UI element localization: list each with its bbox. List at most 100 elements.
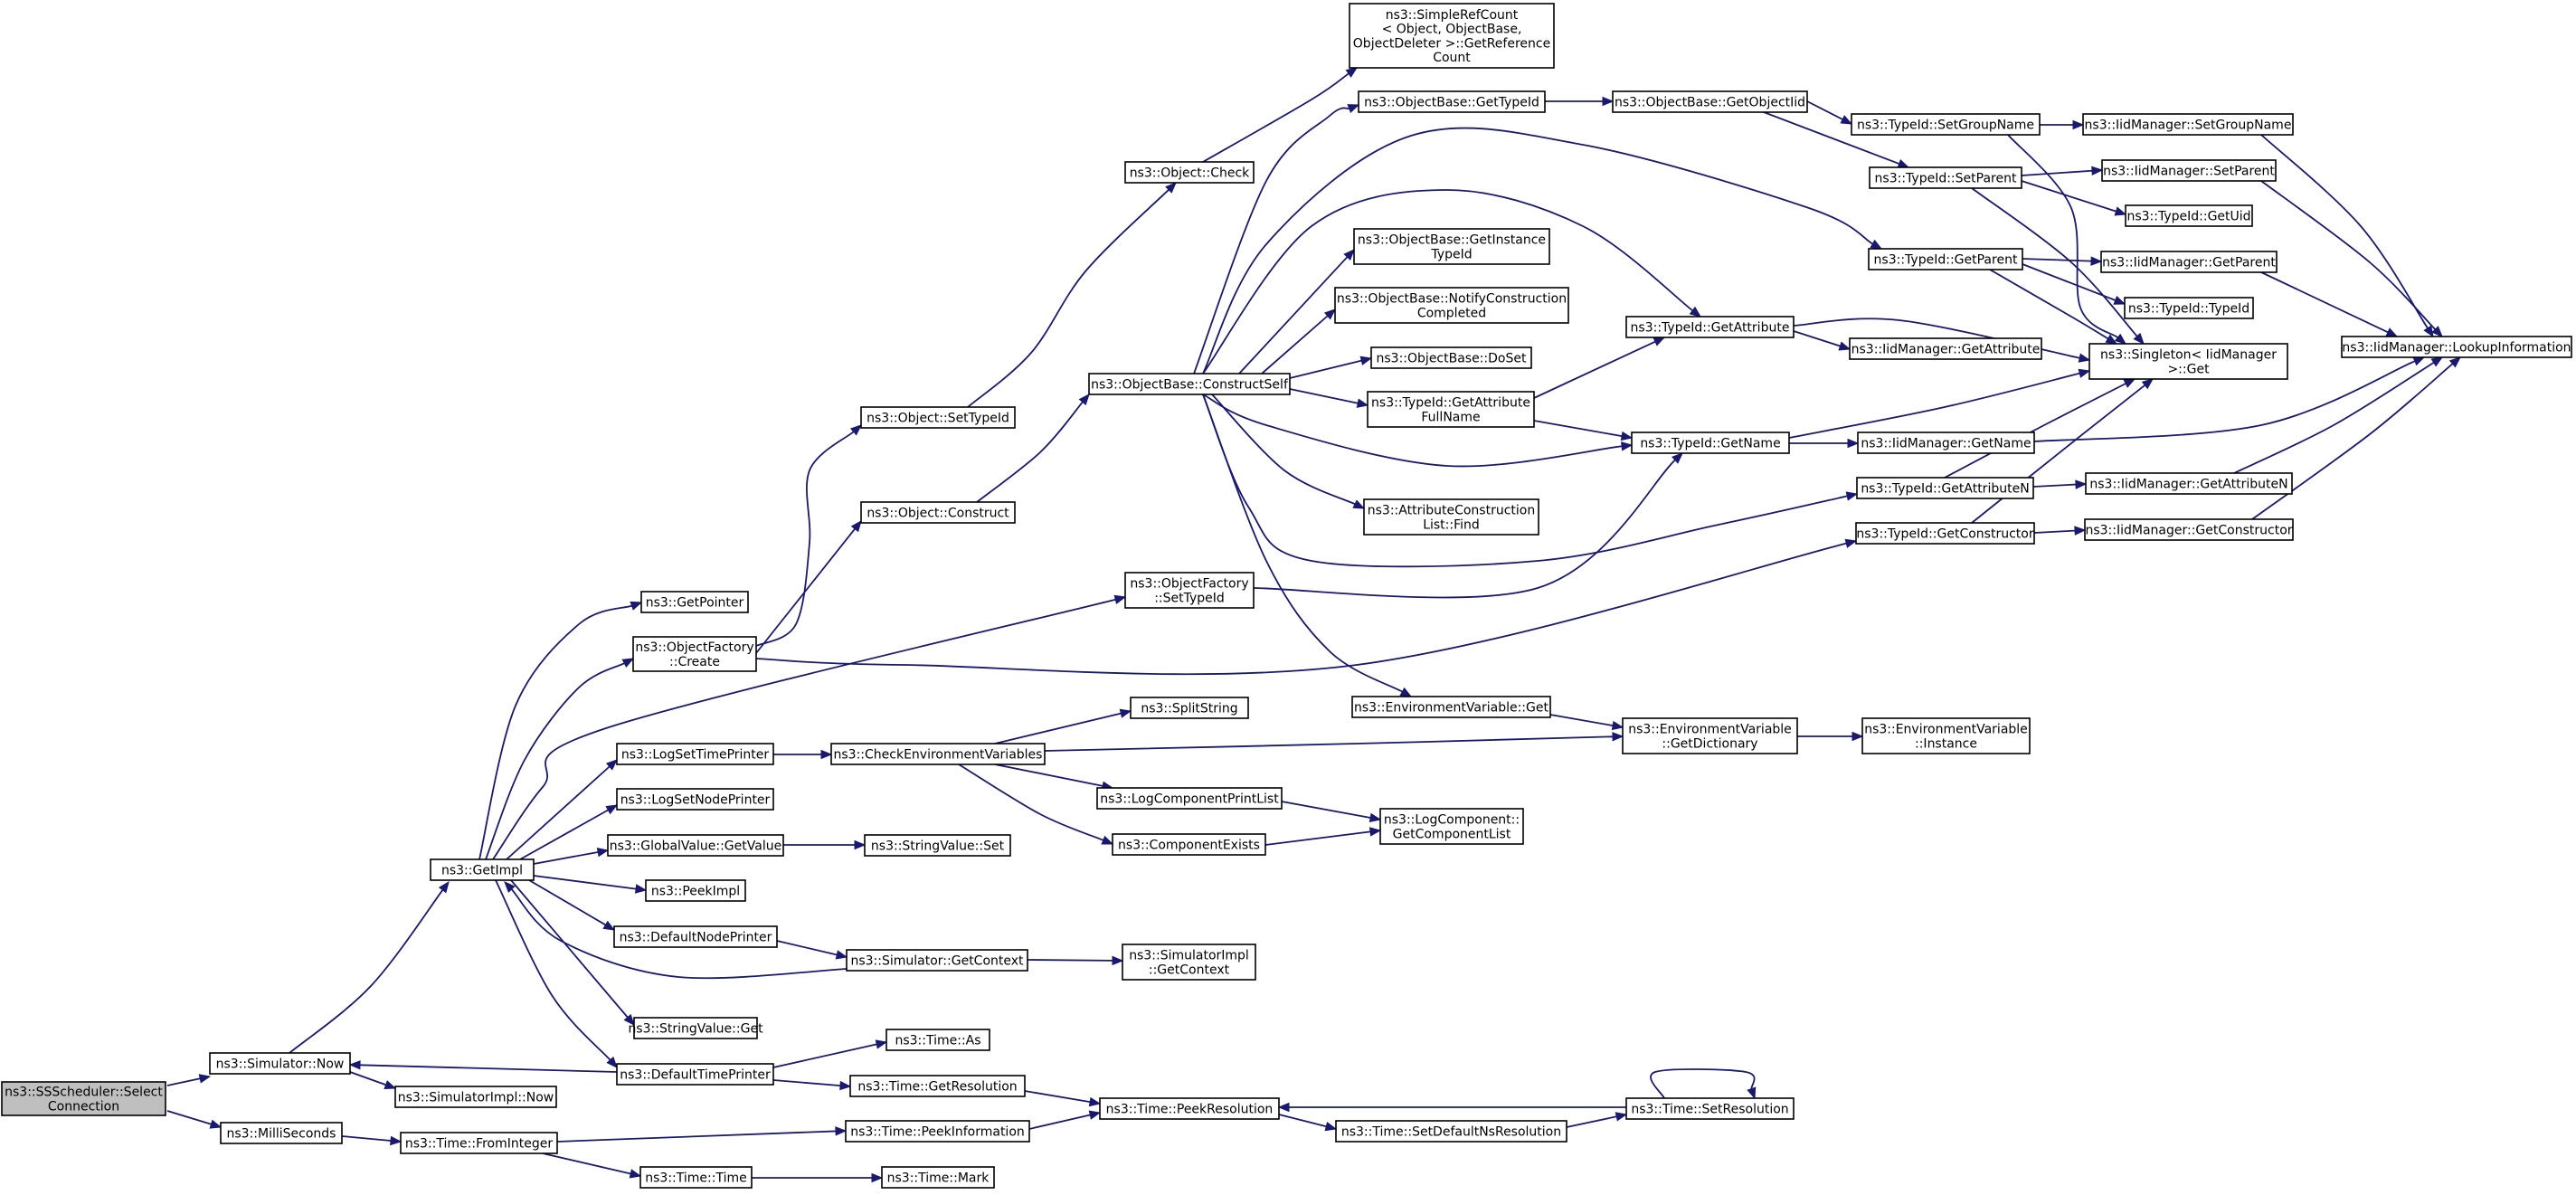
function-node-settypeid[interactable]: ns3::Object::SetTypeId bbox=[860, 406, 1016, 429]
function-node-iidgetattr[interactable]: ns3::IidManager::GetAttribute bbox=[1849, 337, 2042, 360]
node-label: >::Get bbox=[2167, 362, 2210, 376]
node-label: ns3::ObjectBase::ConstructSelf bbox=[1091, 378, 1289, 393]
function-node-peekimpl[interactable]: ns3::PeekImpl bbox=[645, 879, 746, 902]
function-node-iidgetparent[interactable]: ns3::IidManager::GetParent bbox=[2100, 251, 2278, 273]
call-edge-getimpl-to-ofsettypeid bbox=[492, 594, 1127, 860]
function-node-iidsetgroup[interactable]: ns3::IidManager::SetGroupName bbox=[2082, 113, 2294, 136]
function-node-timemark[interactable]: ns3::Time::Mark bbox=[881, 1166, 995, 1189]
function-node-logsetnode[interactable]: ns3::LogSetNodePrinter bbox=[616, 788, 774, 811]
call-edge-deftimeprinter-to-timeas bbox=[772, 1039, 888, 1068]
function-node-deftimeprinter[interactable]: ns3::DefaultTimePrinter bbox=[616, 1063, 774, 1086]
function-node-obnotify[interactable]: ns3::ObjectBase::NotifyConstructionCompl… bbox=[1334, 287, 1569, 324]
function-node-iidlookup[interactable]: ns3::IidManager::LookupInformation bbox=[2341, 336, 2572, 358]
node-box bbox=[2101, 159, 2277, 182]
arrowhead-icon bbox=[1847, 438, 1860, 449]
node-box bbox=[2100, 251, 2278, 273]
function-node-fromint[interactable]: ns3::Time::FromInteger bbox=[400, 1132, 558, 1154]
function-node-tidsetparent[interactable]: ns3::TypeId::SetParent bbox=[1869, 166, 2022, 189]
node-label: ns3::IidManager::LookupInformation bbox=[2342, 341, 2571, 356]
call-edge-simgetctx-to-simimplgetctx bbox=[1027, 955, 1124, 966]
function-node-singletonget[interactable]: ns3::Singleton< IidManager>::Get bbox=[2088, 343, 2288, 380]
function-node-strvalget[interactable]: ns3::StringValue::Get bbox=[628, 1017, 763, 1039]
node-box bbox=[1367, 391, 1535, 428]
function-node-checkenv[interactable]: ns3::CheckEnvironmentVariables bbox=[830, 743, 1046, 765]
node-box bbox=[2124, 297, 2254, 319]
function-node-splitstring[interactable]: ns3::SplitString bbox=[1130, 697, 1249, 719]
node-label: ::SetTypeId bbox=[1154, 591, 1225, 605]
edge-line bbox=[528, 879, 606, 926]
function-node-defnodeprinter[interactable]: ns3::DefaultNodePrinter bbox=[613, 925, 778, 948]
node-label: Connection bbox=[48, 1099, 119, 1114]
arrowhead-icon bbox=[2114, 206, 2127, 216]
arrowhead-icon bbox=[2072, 119, 2085, 130]
function-node-timesetres[interactable]: ns3::Time::SetResolution bbox=[1625, 1097, 1795, 1120]
function-node-timegetres[interactable]: ns3::Time::GetResolution bbox=[849, 1075, 1026, 1097]
function-node-setdefaultns[interactable]: ns3::Time::SetDefaultNsResolution bbox=[1335, 1120, 1567, 1143]
call-edge-fromint-to-timepeekinfo bbox=[556, 1126, 848, 1143]
function-node-envget[interactable]: ns3::EnvironmentVariable::Get bbox=[1351, 696, 1551, 718]
function-node-gvgetvalue[interactable]: ns3::GlobalValue::GetValue bbox=[607, 834, 784, 857]
function-node-simimplgetctx[interactable]: ns3::SimulatorImpl::GetContext bbox=[1122, 944, 1256, 981]
function-node-objconstruct[interactable]: ns3::Object::Construct bbox=[860, 501, 1016, 524]
function-node-tidgetname[interactable]: ns3::TypeId::GetName bbox=[1631, 432, 1790, 454]
function-node-tidgetctor[interactable]: ns3::TypeId::GetConstructor bbox=[1855, 522, 2035, 545]
node-label: ns3::SSScheduler::Select bbox=[5, 1086, 163, 1100]
function-node-strvalset[interactable]: ns3::StringValue::Set bbox=[864, 834, 1011, 857]
function-node-logsettime[interactable]: ns3::LogSetTimePrinter bbox=[616, 743, 774, 765]
function-node-obdoset[interactable]: ns3::ObjectBase::DoSet bbox=[1370, 346, 1532, 369]
function-node-timepeekinfo[interactable]: ns3::Time::PeekInformation bbox=[845, 1120, 1030, 1143]
function-node-iidgetattrn[interactable]: ns3::IidManager::GetAttributeN bbox=[2085, 472, 2293, 495]
function-node-milli[interactable]: ns3::MilliSeconds bbox=[220, 1122, 343, 1144]
function-node-simimplnow[interactable]: ns3::SimulatorImpl::Now bbox=[394, 1086, 557, 1108]
call-edge-obconstructself-to-obgettypeid bbox=[1193, 104, 1360, 375]
function-node-simnow[interactable]: ns3::Simulator::Now bbox=[209, 1052, 351, 1075]
function-node-objcheck[interactable]: ns3::Object::Check bbox=[1124, 161, 1255, 184]
function-node-envinstance[interactable]: ns3::EnvironmentVariable::Instance bbox=[1861, 717, 2031, 754]
function-node-obconstructself[interactable]: ns3::ObjectBase::ConstructSelf bbox=[1088, 373, 1291, 395]
function-node-timeas[interactable]: ns3::Time::As bbox=[886, 1029, 990, 1051]
function-node-lcgetlist[interactable]: ns3::LogComponent::GetComponentList bbox=[1379, 808, 1524, 845]
node-label: GetComponentList bbox=[1393, 827, 1511, 841]
node-label: ns3::Time::GetResolution bbox=[857, 1080, 1017, 1095]
function-node-envgetdict[interactable]: ns3::EnvironmentVariable::GetDictionary bbox=[1622, 717, 1798, 754]
function-node-timepeekres[interactable]: ns3::Time::PeekResolution bbox=[1099, 1097, 1280, 1120]
function-node-tidgetparent[interactable]: ns3::TypeId::GetParent bbox=[1868, 248, 2023, 270]
edge-line bbox=[755, 528, 856, 654]
function-node-iidgetctor[interactable]: ns3::IidManager::GetConstructor bbox=[2084, 518, 2294, 541]
call-edge-obconstructself-to-tidgetattrfull bbox=[1289, 388, 1369, 408]
edge-line bbox=[506, 765, 611, 860]
function-node-tidgetattrn[interactable]: ns3::TypeId::GetAttributeN bbox=[1856, 477, 2034, 499]
function-node-tidgetattr[interactable]: ns3::TypeId::GetAttribute bbox=[1625, 316, 1795, 338]
node-box bbox=[1363, 498, 1539, 536]
function-node-tidsetgroup[interactable]: ns3::TypeId::SetGroupName bbox=[1851, 113, 2041, 136]
node-label: ns3::TypeId::SetGroupName bbox=[1857, 119, 2034, 133]
function-node-ofsettypeid[interactable]: ns3::ObjectFactory::SetTypeId bbox=[1124, 572, 1255, 609]
function-node-tidtypeid[interactable]: ns3::TypeId::TypeId bbox=[2124, 297, 2254, 319]
function-node-getpointer[interactable]: ns3::GetPointer bbox=[640, 591, 749, 613]
arrowhead-icon bbox=[2074, 526, 2087, 536]
edge-line bbox=[485, 662, 625, 860]
function-node-iidgetname[interactable]: ns3::IidManager::GetName bbox=[1857, 432, 2035, 454]
function-node-iidsetparent[interactable]: ns3::IidManager::SetParent bbox=[2101, 159, 2277, 182]
node-label: ns3::Time::Time bbox=[645, 1171, 746, 1186]
node-label: ns3::LogSetNodePrinter bbox=[620, 793, 771, 808]
arrowhead-icon bbox=[634, 884, 648, 894]
function-node-simgetctx[interactable]: ns3::Simulator::GetContext bbox=[846, 949, 1028, 972]
function-node-tidgetuid[interactable]: ns3::TypeId::GetUid bbox=[2125, 204, 2253, 227]
function-node-simplerefcount[interactable]: ns3::SimpleRefCount< Object, ObjectBase,… bbox=[1349, 3, 1555, 69]
function-node-timetime[interactable]: ns3::Time::Time bbox=[639, 1166, 753, 1189]
arrowhead-icon bbox=[2078, 368, 2091, 378]
function-node-ofcreate[interactable]: ns3::ObjectFactory::Create bbox=[632, 636, 757, 672]
function-node-getimpl[interactable]: ns3::GetImpl bbox=[430, 858, 535, 881]
function-node-obgetobjtid[interactable]: ns3::ObjectBase::GetObjectIid bbox=[1612, 90, 1808, 113]
arrowhead-icon bbox=[2090, 256, 2103, 266]
edge-line bbox=[772, 1043, 877, 1068]
function-node-obgettypeid[interactable]: ns3::ObjectBase::GetTypeId bbox=[1358, 90, 1546, 113]
call-edge-tidgetattrn-to-singletonget bbox=[1944, 378, 2136, 479]
function-node-logcompprint[interactable]: ns3::LogComponentPrintList bbox=[1096, 787, 1283, 810]
function-node-compexists[interactable]: ns3::ComponentExists bbox=[1112, 833, 1266, 856]
